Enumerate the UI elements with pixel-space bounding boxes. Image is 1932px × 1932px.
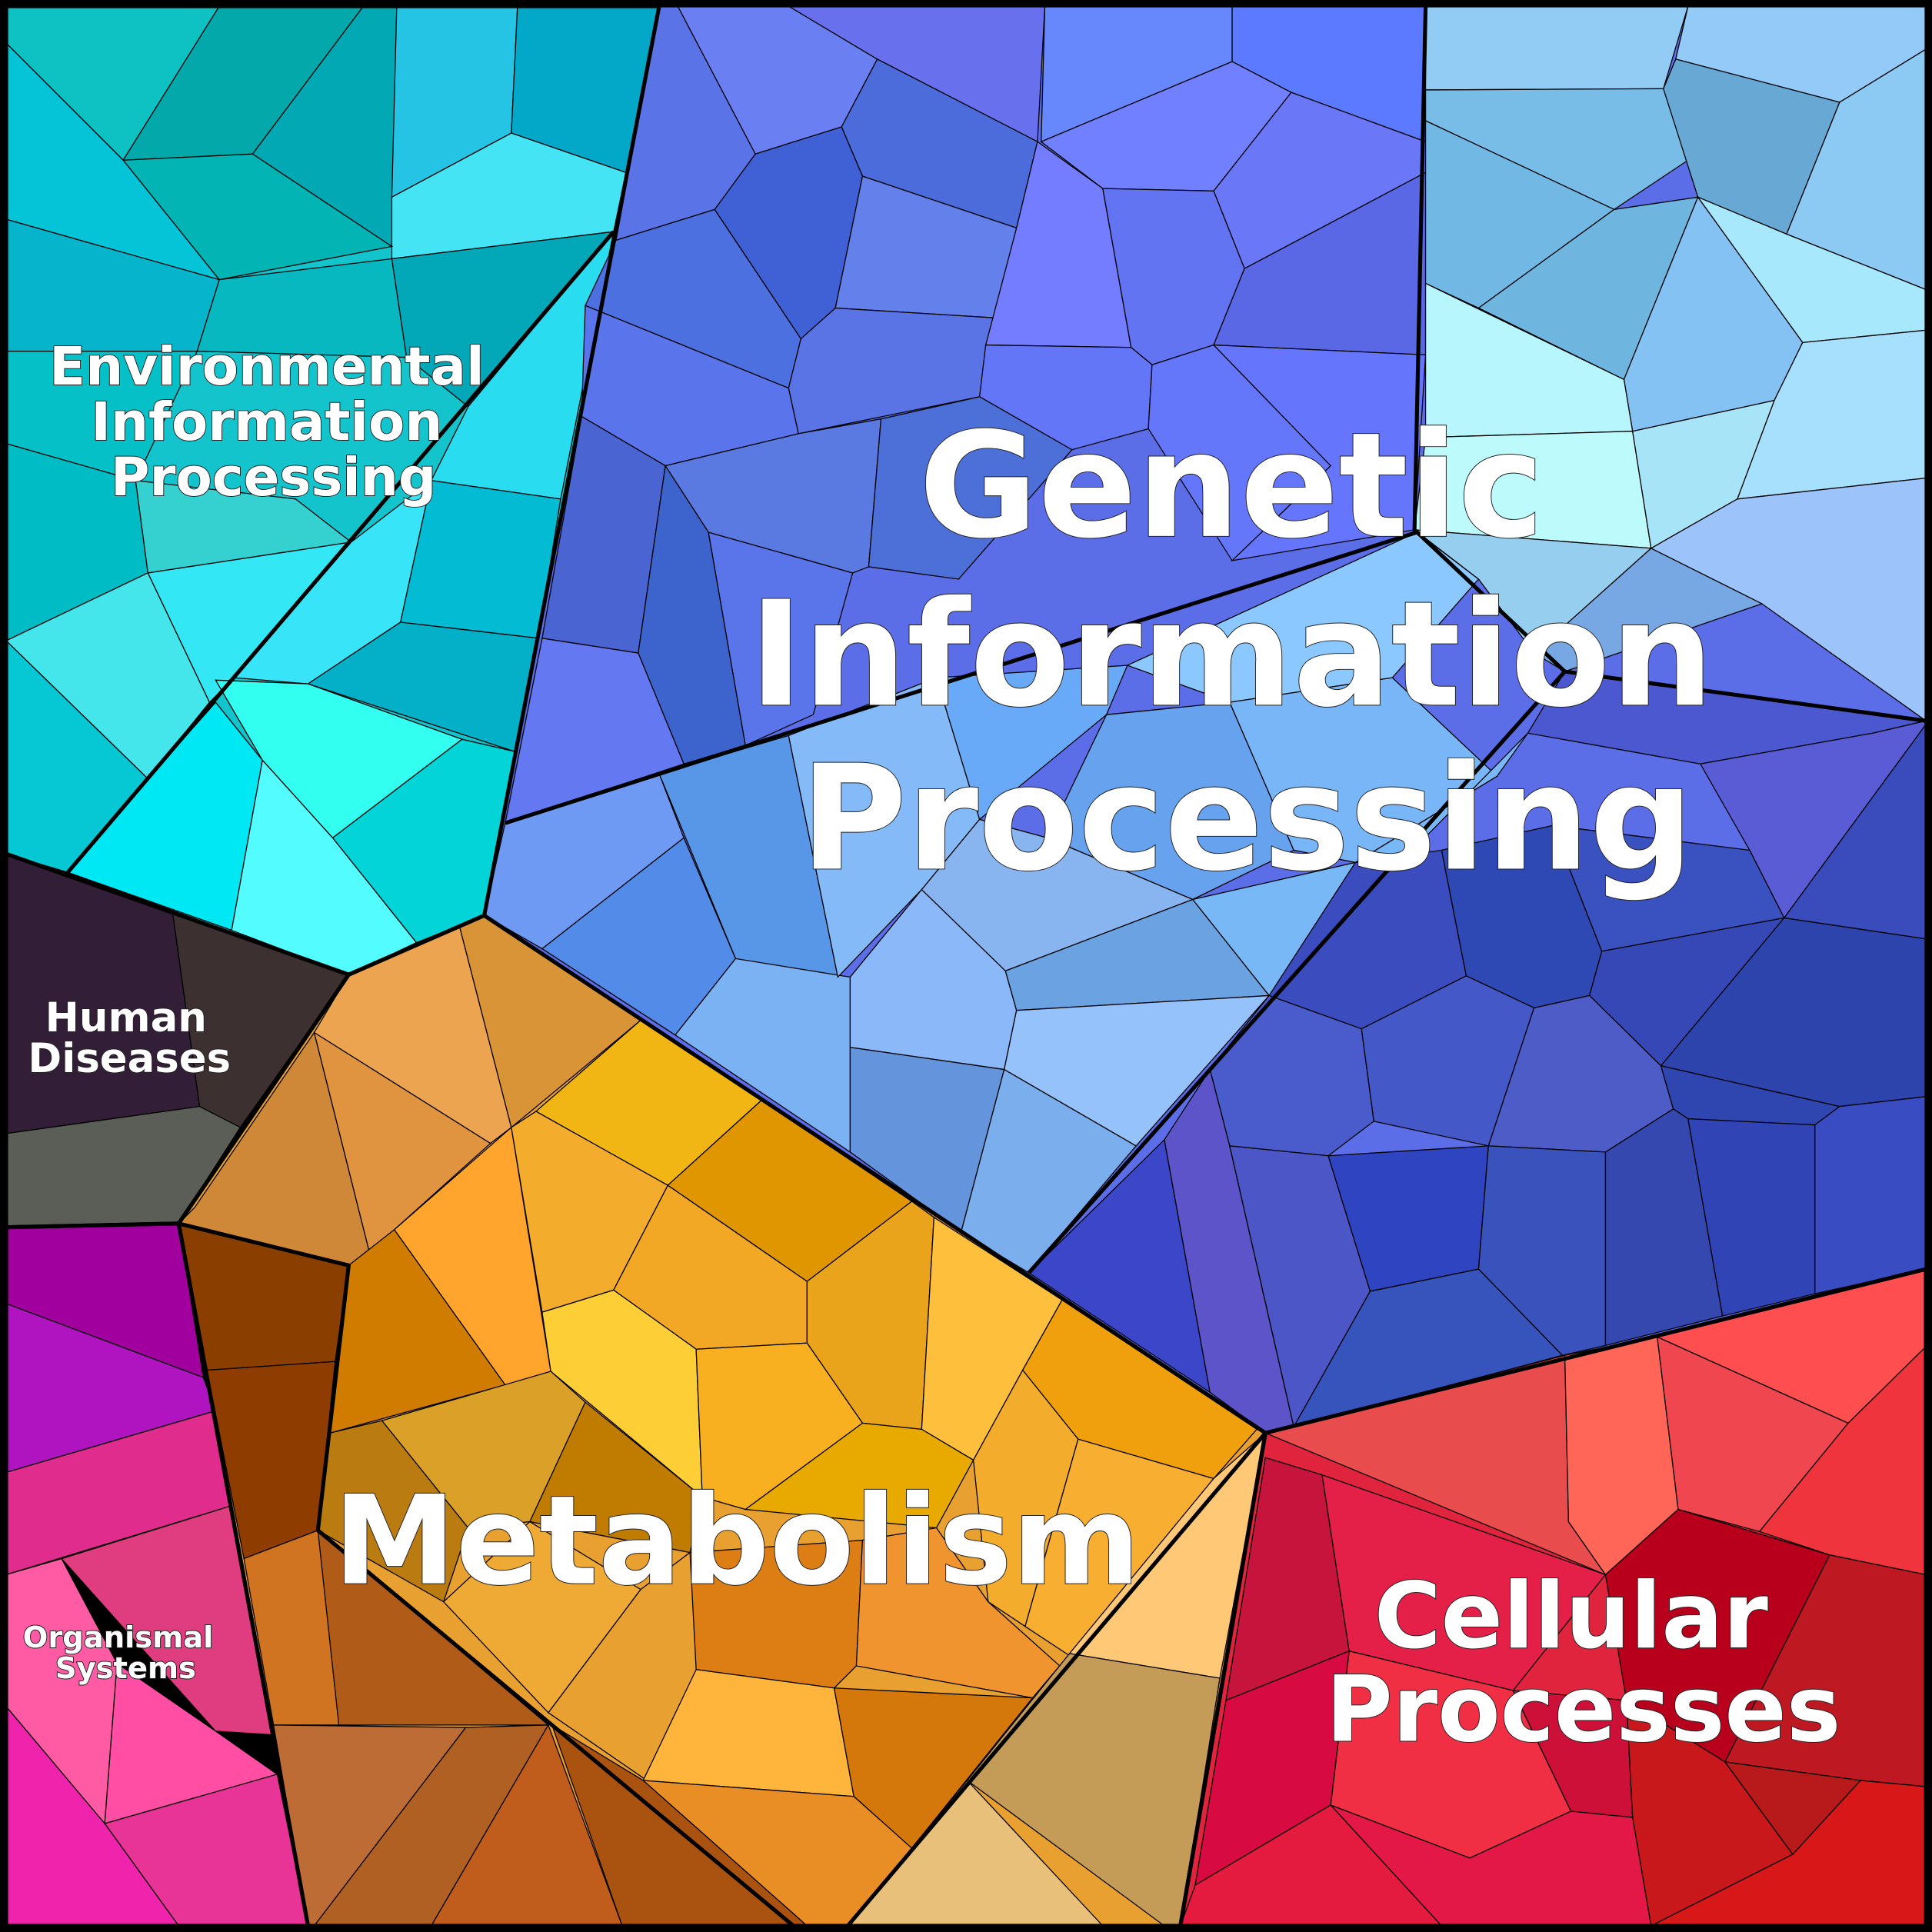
label-genetic: Genetic Information Processing: [749, 401, 1764, 904]
region-cellular: [1179, 1268, 1927, 1927]
region-metabolism: [178, 914, 1267, 1927]
label-environmental: Environmental Information Processing: [49, 336, 502, 508]
label-metabolism: Metabolism: [333, 1469, 1141, 1613]
region-genetic: [483, 5, 1927, 1434]
region-environmental: [5, 5, 660, 975]
label-organismal: Organismal Systems: [23, 1621, 224, 1686]
region-organismal: [5, 1223, 309, 1927]
label-human-diseases: Human Diseases: [28, 994, 231, 1082]
label-cellular: Cellular Processes: [1326, 1563, 1841, 1763]
region-human-diseases: [5, 853, 350, 1228]
